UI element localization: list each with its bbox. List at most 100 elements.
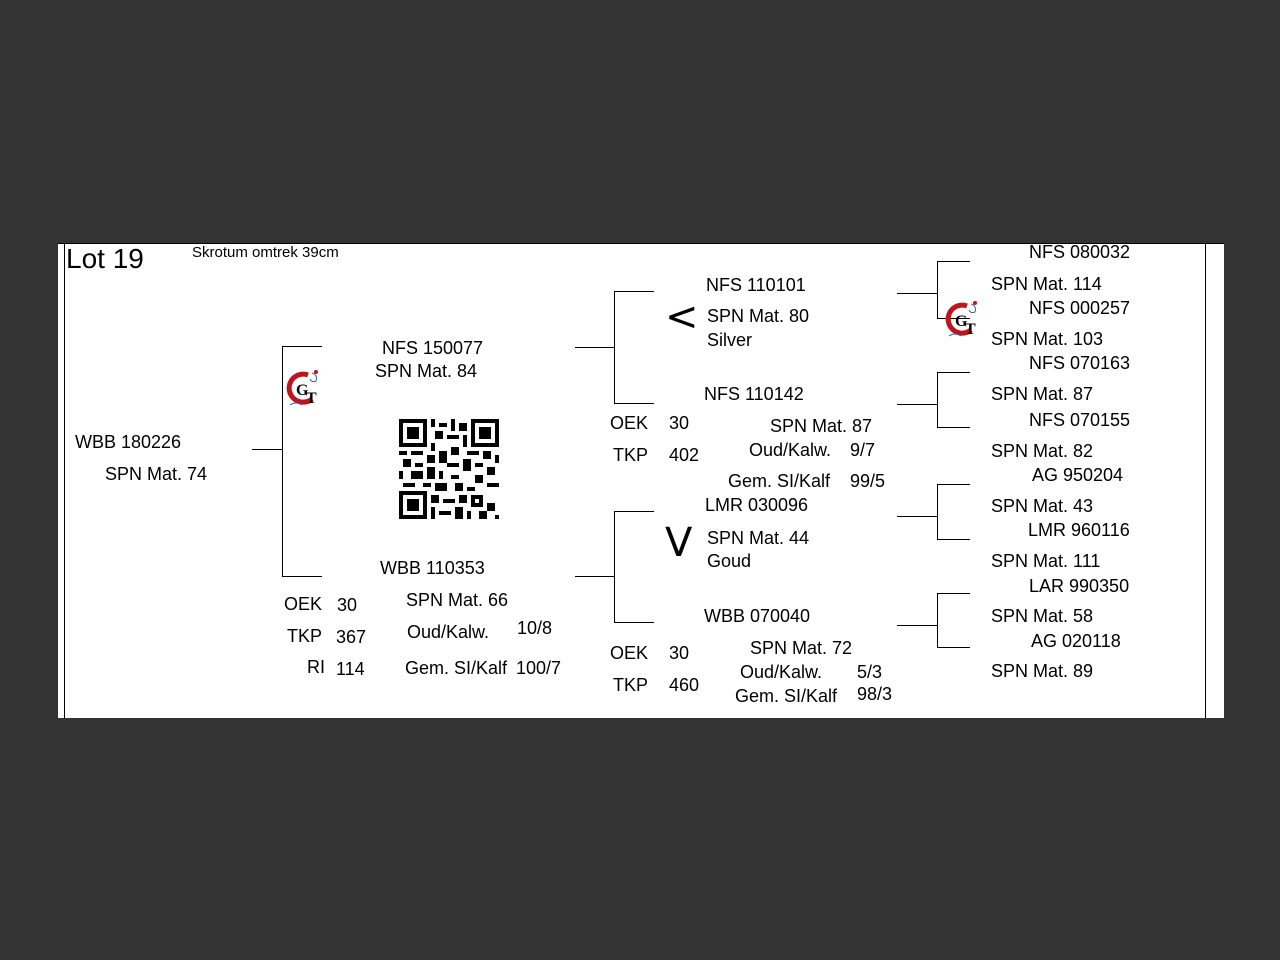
dam-dam-oek: 30 bbox=[669, 643, 690, 663]
connector bbox=[937, 647, 970, 648]
connector bbox=[282, 346, 283, 576]
sire-sire-id: NFS 110101 bbox=[706, 275, 806, 295]
dam-dam-oud-label: Oud/Kalw. bbox=[740, 662, 823, 682]
connector bbox=[614, 291, 615, 403]
dd-dam-spn: SPN Mat. 89 bbox=[991, 661, 1094, 681]
connector bbox=[897, 404, 937, 405]
sire-dam-oek: 30 bbox=[669, 413, 690, 433]
sheet-top-border bbox=[58, 243, 1224, 244]
dam-dam-gem-label: Gem. SI/Kalf bbox=[735, 686, 838, 706]
dam-sire-award: Goud bbox=[707, 551, 752, 571]
dam-sire-spn: SPN Mat. 44 bbox=[707, 528, 810, 548]
dam-oud: 10/8 bbox=[517, 618, 553, 638]
svg-text:G: G bbox=[955, 313, 968, 330]
sd-sire-spn: SPN Mat. 87 bbox=[991, 384, 1094, 404]
connector bbox=[937, 593, 938, 647]
connector bbox=[937, 372, 938, 427]
sire-dam-gem-label: Gem. SI/Kalf bbox=[728, 471, 831, 491]
ss-dam-id: NFS 000257 bbox=[1029, 298, 1131, 318]
connector bbox=[937, 427, 970, 428]
svg-text:G: G bbox=[296, 382, 309, 399]
dam-ri: 114 bbox=[336, 659, 365, 679]
animal-id: WBB 180226 bbox=[75, 432, 182, 452]
dam-id: WBB 110353 bbox=[380, 558, 485, 578]
dam-dam-tkp-label: TKP bbox=[613, 675, 649, 695]
connector bbox=[575, 347, 614, 348]
dam-tkp: 367 bbox=[336, 627, 367, 647]
connector bbox=[897, 293, 937, 294]
dd-sire-id: LAR 990350 bbox=[1029, 576, 1130, 596]
dam-ri-label: RI bbox=[307, 657, 325, 677]
connector bbox=[937, 372, 970, 373]
dam-dam-tkp: 460 bbox=[669, 675, 700, 695]
connector bbox=[897, 516, 937, 517]
animal-spn: SPN Mat. 74 bbox=[105, 464, 208, 484]
connector bbox=[897, 625, 937, 626]
dam-tkp-label: TKP bbox=[287, 626, 323, 646]
dam-dam-oek-label: OEK bbox=[610, 643, 649, 663]
pedigree-sheet: Lot 19 Skrotum omtrek 39cm WBB 180226 SP… bbox=[58, 242, 1224, 718]
connector bbox=[937, 261, 970, 262]
sire-dam-oud-label: Oud/Kalw. bbox=[749, 440, 832, 460]
dam-dam-gem: 98/3 bbox=[857, 684, 893, 704]
ss-dam-spn: SPN Mat. 103 bbox=[991, 329, 1104, 349]
less-than-icon: < bbox=[665, 294, 699, 340]
sd-dam-id: NFS 070155 bbox=[1029, 410, 1131, 430]
svg-text:T: T bbox=[965, 321, 976, 338]
sire-dam-oek-label: OEK bbox=[610, 413, 649, 433]
gt-logo-icon: G T bbox=[945, 301, 977, 338]
connector bbox=[614, 511, 654, 512]
sire-spn: SPN Mat. 84 bbox=[375, 361, 478, 381]
sire-dam-tkp-label: TKP bbox=[613, 445, 649, 465]
v-icon: V bbox=[665, 520, 693, 566]
ds-dam-id: LMR 960116 bbox=[1028, 520, 1130, 540]
qr-code-icon bbox=[399, 419, 499, 519]
sire-sire-award: Silver bbox=[707, 330, 753, 350]
connector bbox=[614, 291, 654, 292]
dam-spn: SPN Mat. 66 bbox=[406, 590, 509, 610]
sire-dam-gem: 99/5 bbox=[850, 471, 886, 491]
ss-sire-id: NFS 080032 bbox=[1029, 242, 1131, 262]
dam-dam-id: WBB 070040 bbox=[704, 606, 811, 626]
connector bbox=[614, 511, 615, 622]
connector bbox=[282, 346, 322, 347]
sd-dam-spn: SPN Mat. 82 bbox=[991, 441, 1094, 461]
ds-sire-id: AG 950204 bbox=[1032, 465, 1124, 485]
dam-oek-label: OEK bbox=[284, 594, 323, 614]
sd-sire-id: NFS 070163 bbox=[1029, 353, 1131, 373]
ss-sire-spn: SPN Mat. 114 bbox=[991, 274, 1102, 294]
connector bbox=[937, 318, 970, 319]
dam-gem: 100/7 bbox=[516, 658, 562, 678]
lot-title: Lot 19 bbox=[66, 243, 144, 274]
connector bbox=[252, 449, 282, 450]
connector bbox=[282, 576, 322, 577]
dam-gem-label: Gem. SI/Kalf bbox=[405, 658, 508, 678]
connector bbox=[937, 593, 970, 594]
scrotum-note: Skrotum omtrek 39cm bbox=[192, 244, 339, 261]
dam-oek: 30 bbox=[337, 595, 358, 615]
dam-dam-spn: SPN Mat. 72 bbox=[750, 638, 853, 658]
connector bbox=[937, 484, 970, 485]
sire-sire-spn: SPN Mat. 80 bbox=[707, 306, 810, 326]
sire-dam-oud: 9/7 bbox=[850, 440, 876, 460]
ds-dam-spn: SPN Mat. 111 bbox=[991, 551, 1101, 571]
dam-oud-label: Oud/Kalw. bbox=[407, 622, 490, 642]
dd-sire-spn: SPN Mat. 58 bbox=[991, 606, 1094, 626]
sheet-right-border bbox=[1205, 243, 1206, 718]
ds-sire-spn: SPN Mat. 43 bbox=[991, 496, 1094, 516]
connector bbox=[937, 261, 938, 318]
dd-dam-id: AG 020118 bbox=[1031, 631, 1121, 651]
connector bbox=[937, 539, 970, 540]
dam-sire-id: LMR 030096 bbox=[705, 495, 809, 515]
sire-dam-spn: SPN Mat. 87 bbox=[770, 416, 873, 436]
connector bbox=[614, 622, 654, 623]
sire-dam-tkp: 402 bbox=[669, 445, 700, 465]
sire-dam-id: NFS 110142 bbox=[704, 384, 804, 404]
sheet-left-border bbox=[64, 243, 65, 718]
gt-logo-icon: G T bbox=[286, 370, 318, 407]
sire-id: NFS 150077 bbox=[382, 338, 484, 358]
svg-text:T: T bbox=[306, 390, 317, 407]
connector bbox=[614, 403, 654, 404]
dam-dam-oud: 5/3 bbox=[857, 662, 883, 682]
connector bbox=[937, 484, 938, 539]
